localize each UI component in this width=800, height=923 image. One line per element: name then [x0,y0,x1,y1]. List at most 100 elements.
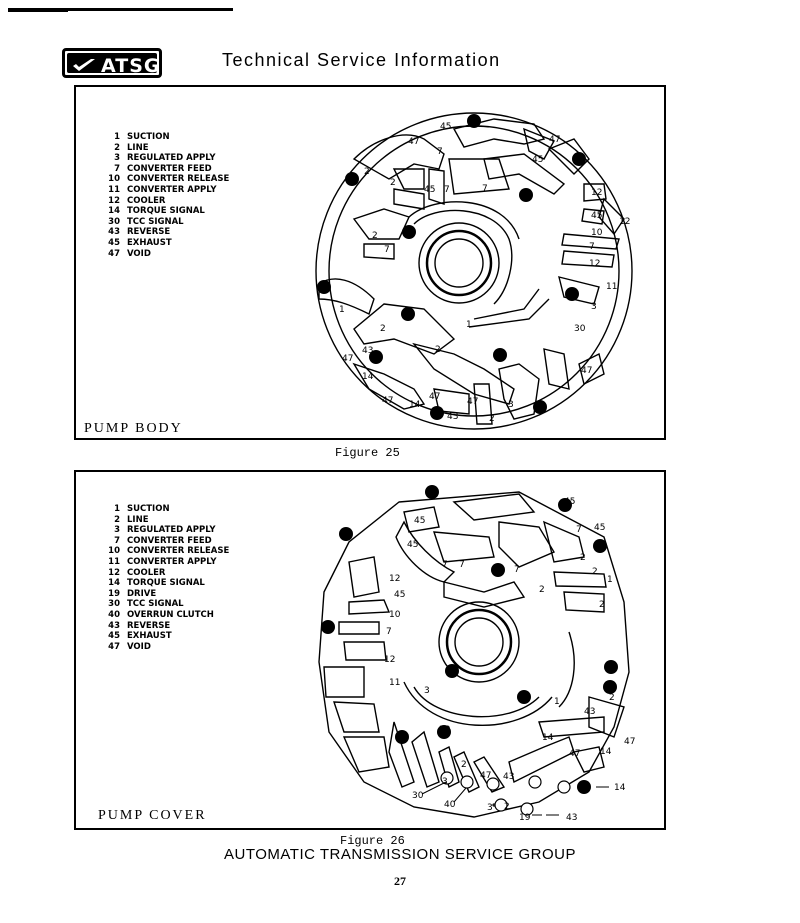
svg-text:47: 47 [581,366,592,376]
svg-text:2: 2 [489,414,495,424]
legend-label: CONVERTER RELEASE [127,546,230,557]
svg-text:1: 1 [554,697,560,707]
legend-label: REVERSE [127,227,171,238]
pump-cover-label: PUMP COVER [98,808,207,823]
page-title: Technical Service Information [222,50,501,70]
svg-text:7: 7 [459,560,465,570]
legend-label: TORQUE SIGNAL [127,578,205,589]
figure-26-caption: Figure 26 [340,834,405,848]
svg-text:43: 43 [584,707,595,717]
svg-text:47: 47 [467,397,478,407]
svg-text:47: 47 [342,354,353,364]
svg-text:12: 12 [591,188,602,198]
legend-label: COOLER [127,567,166,578]
legend-row: 10 CONVERTER RELEASE [98,546,229,557]
logo-text: ATSG [101,55,161,77]
legend-label: SUCTION [127,504,170,514]
svg-text:3: 3 [508,400,514,410]
legend-number: 30 [108,599,120,610]
legend-number: 3 [114,153,120,164]
svg-text:47: 47 [549,135,560,145]
svg-text:2: 2 [461,760,467,770]
svg-text:10: 10 [591,228,603,238]
legend-number: 43 [108,620,120,631]
legend-label: TCC SIGNAL [127,216,184,227]
svg-text:2: 2 [380,324,386,334]
legend-number: 30 [108,216,120,227]
legend-number: 7 [114,163,120,174]
svg-text:2: 2 [504,802,510,812]
legend-label: COOLER [127,195,166,206]
legend-label: EXHAUST [127,631,172,642]
svg-text:3: 3 [591,302,597,312]
header-rule-thin [8,11,68,12]
svg-text:7: 7 [442,560,448,570]
legend-number: 12 [108,567,120,578]
svg-text:45: 45 [594,523,605,533]
svg-text:19: 19 [519,813,531,823]
svg-text:7: 7 [482,184,488,194]
footer-org-name: AUTOMATIC TRANSMISSION SERVICE GROUP [224,846,576,863]
legend-label: LINE [127,142,149,153]
legend-number: 7 [114,535,120,546]
svg-text:12: 12 [384,655,395,665]
legend-number: 11 [108,556,120,567]
svg-text:1: 1 [607,575,613,585]
svg-text:14: 14 [362,372,374,382]
legend-label: DRIVE [127,588,157,599]
svg-text:11: 11 [606,282,617,292]
legend-number: 3 [114,525,120,536]
legend-number: 12 [108,195,120,206]
svg-text:14: 14 [409,400,421,410]
svg-text:47: 47 [408,137,419,147]
legend-number: 43 [108,227,120,238]
svg-text:7: 7 [514,565,520,575]
svg-text:3: 3 [424,686,430,696]
svg-text:12: 12 [389,574,400,584]
legend-number: 19 [108,588,120,599]
legend-row: 12 COOLER [98,196,229,207]
legend-label: OVERRUN CLUTCH [127,609,214,620]
svg-text:2: 2 [599,600,605,610]
legend-row: 11 CONVERTER APPLY [98,557,229,568]
svg-text:47: 47 [480,771,491,781]
legend-number: 11 [108,184,120,195]
legend-number: 10 [108,546,120,557]
svg-text:2: 2 [592,567,598,577]
svg-text:1: 1 [339,305,345,315]
svg-text:1: 1 [466,320,472,330]
svg-text:12: 12 [619,217,630,227]
legend-row: 7 CONVERTER FEED [98,536,229,547]
svg-text:11: 11 [389,678,400,688]
svg-text:45: 45 [424,185,435,195]
page-number: 27 [394,874,406,888]
svg-text:3: 3 [442,777,448,787]
svg-text:2: 2 [390,178,396,188]
atsg-logo: ATSG [62,48,162,78]
svg-text:45: 45 [414,516,425,526]
svg-text:47: 47 [429,392,440,402]
legend-label: CONVERTER FEED [127,535,212,546]
svg-text:45: 45 [407,540,418,550]
svg-text:43: 43 [566,813,577,823]
svg-text:7: 7 [589,242,595,252]
legend-label: CONVERTER APPLY [127,556,217,567]
svg-text:2: 2 [364,167,370,177]
svg-text:43: 43 [503,772,514,782]
svg-text:47: 47 [569,749,580,759]
legend-label: LINE [127,514,149,525]
